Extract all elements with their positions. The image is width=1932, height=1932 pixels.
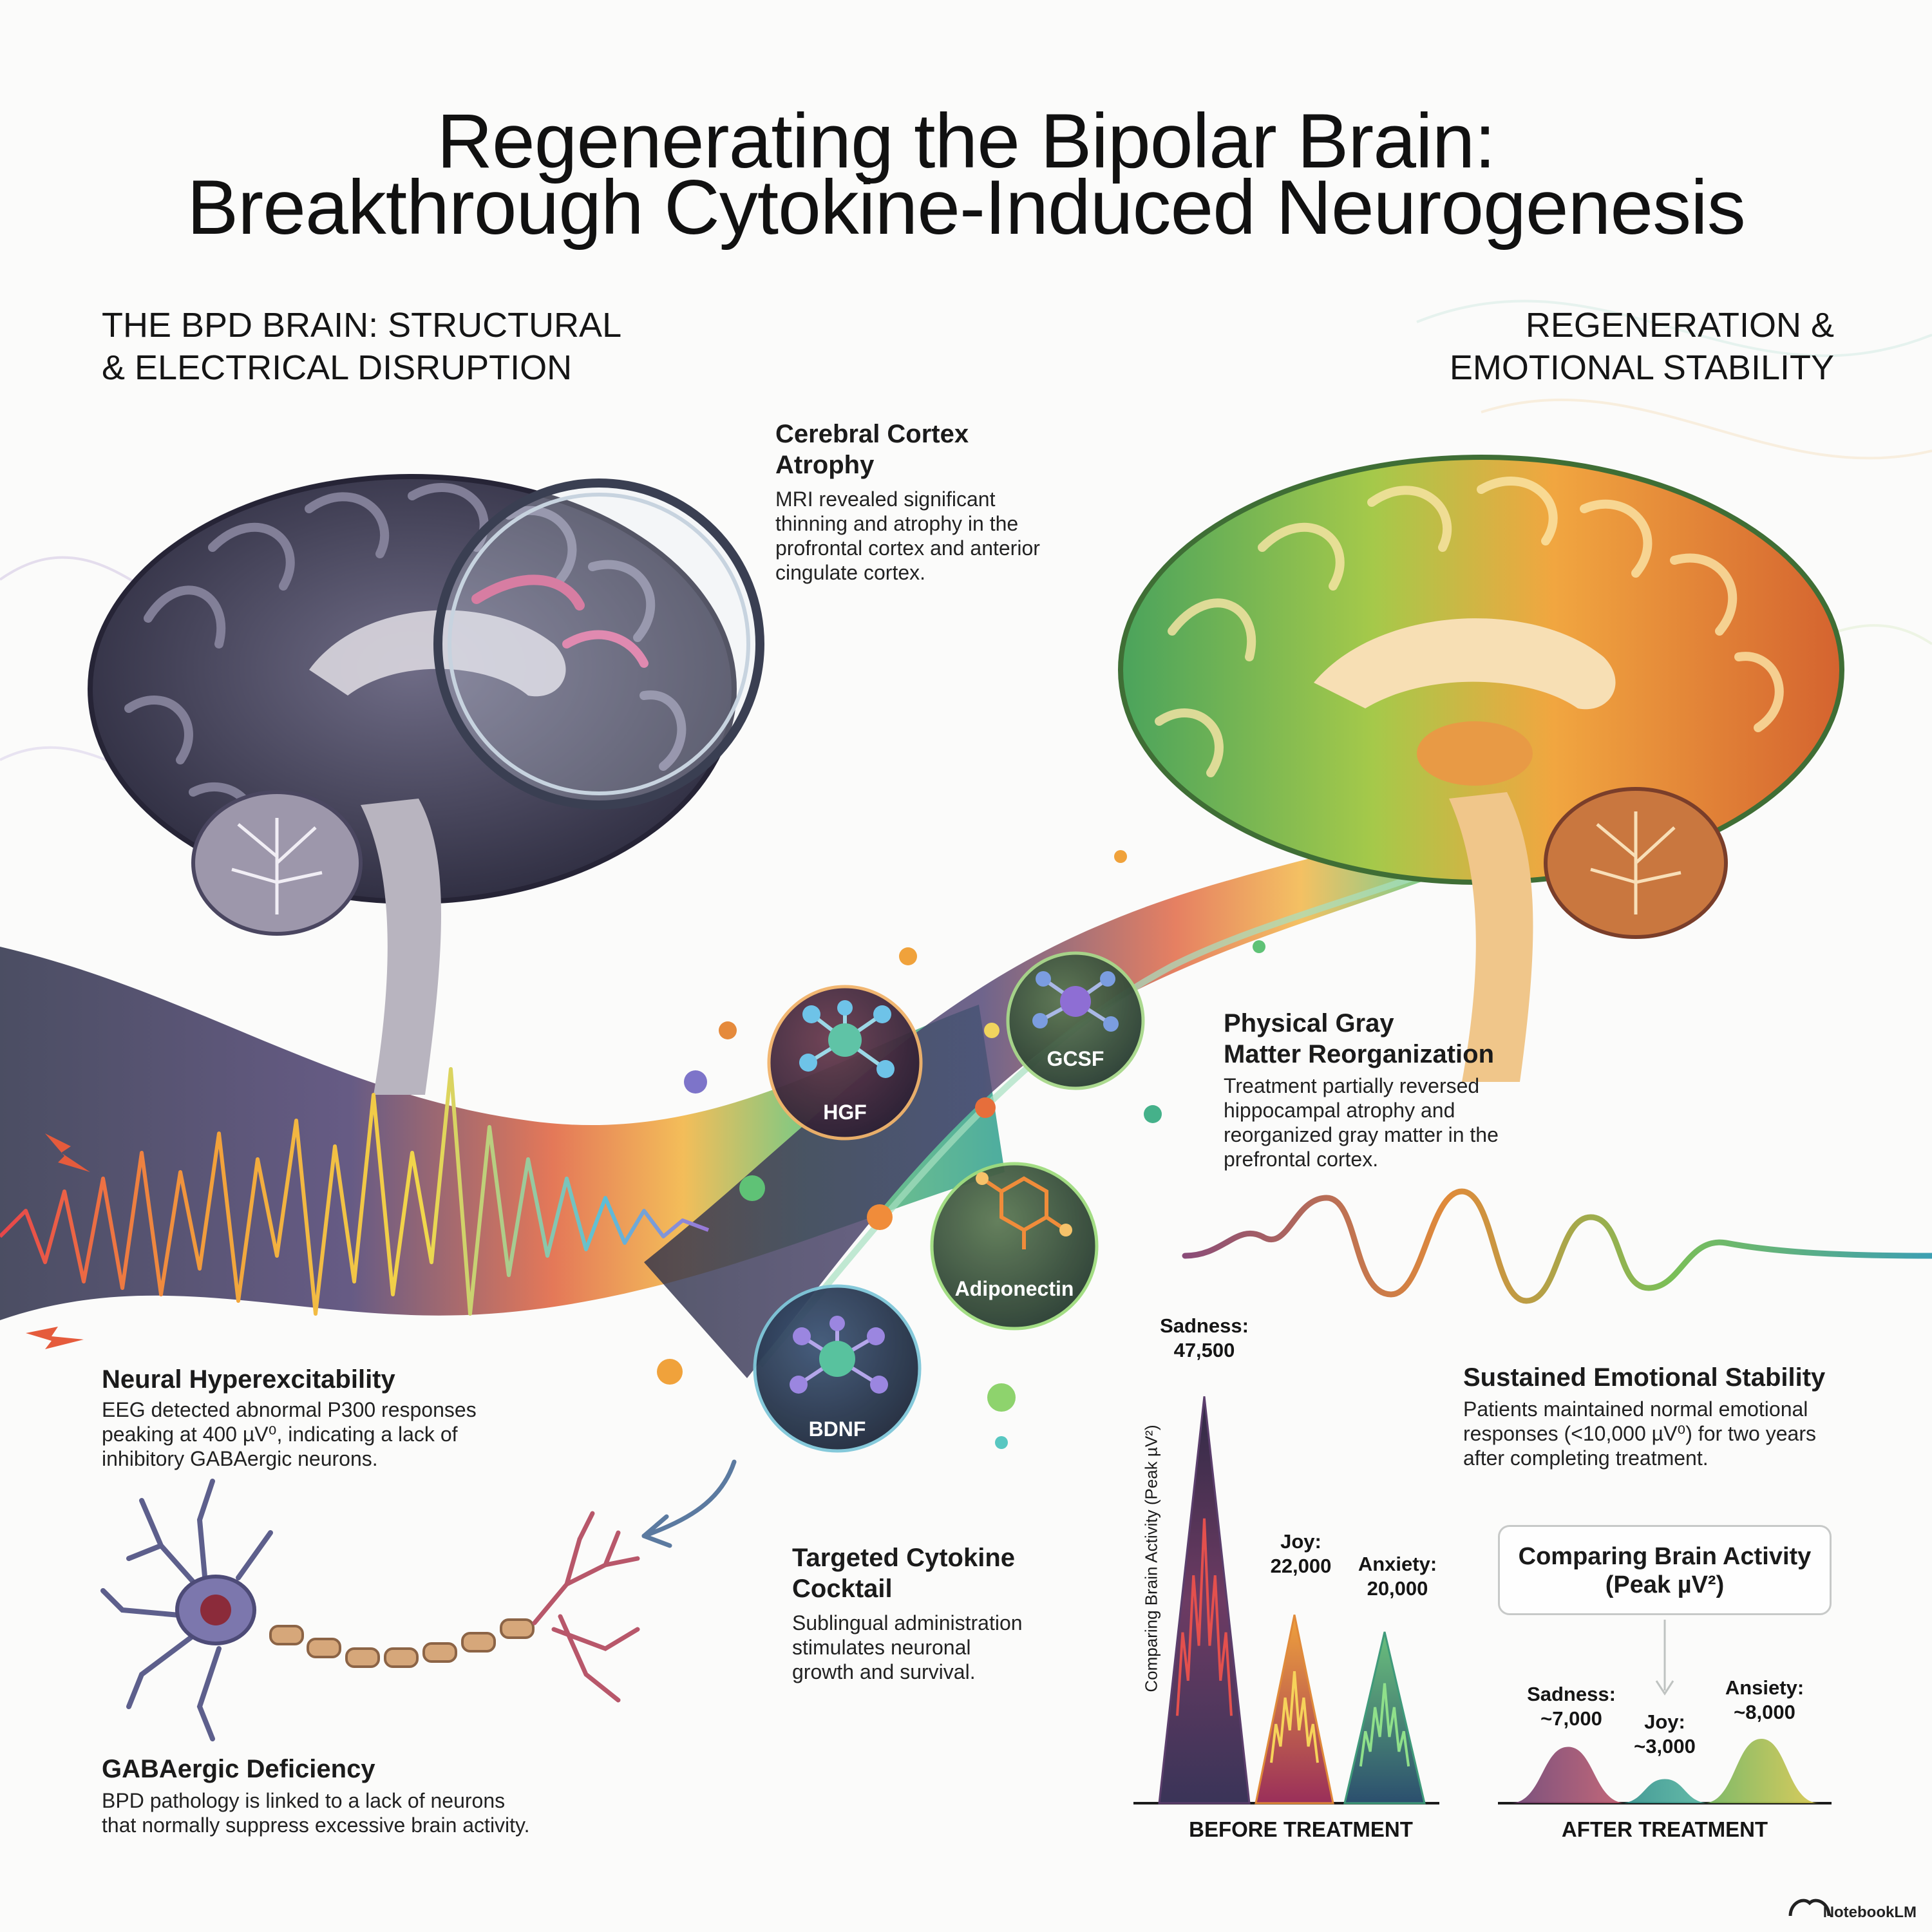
before-chart-y-axis-label: Comparing Brain Activity (Peak µV²)	[1141, 1425, 1161, 1692]
after-hump-joy	[1620, 1779, 1710, 1803]
chaotic-eeg-trace	[0, 1067, 710, 1316]
after-treatment-chart	[1498, 1620, 1832, 1804]
calm-eeg-wave	[1182, 1188, 1932, 1304]
after-chart-title-box: Comparing Brain Activity (Peak µV²)	[1498, 1525, 1832, 1615]
bpd-brain-illustration	[88, 474, 764, 1095]
before-bar-anxiety	[1343, 1631, 1426, 1804]
before-trace-sadness	[1176, 1518, 1233, 1716]
before-label-sadness: Sadness: 47,500	[1160, 1314, 1249, 1361]
cytokine-bdnf-bubble: BDNF	[753, 1284, 922, 1453]
main-title-line-1: Regenerating the Bipolar Brain:	[437, 98, 1495, 184]
cytokine-gcsf-bubble: GCSF	[1006, 951, 1145, 1090]
bubble-label-hgf: HGF	[823, 1101, 867, 1124]
before-label-anxiety: Anxiety: 20,000	[1358, 1553, 1437, 1600]
after-label-sadness: Sadness: ~7,000	[1527, 1683, 1616, 1730]
callout-gray-matter: Physical Gray Matter Reorganization Trea…	[1224, 1009, 1499, 1171]
before-bar-sadness	[1158, 1396, 1251, 1804]
after-label-anxiety: Ansiety: ~8,000	[1725, 1676, 1804, 1723]
cytokine-adiponectin-bubble: Adiponectin	[930, 1162, 1099, 1331]
cytokine-hgf-bubble: HGF	[767, 985, 923, 1141]
cytokine-particles	[657, 850, 1265, 1449]
main-title-line-2: Breakthrough Cytokine-Induced Neurogenes…	[187, 164, 1745, 251]
before-trace-joy	[1270, 1671, 1319, 1763]
before-chart-caption: BEFORE TREATMENT	[1189, 1817, 1413, 1841]
callout-gabaergic-deficiency: GABAergic Deficiency BPD pathology is li…	[102, 1755, 530, 1837]
regenerated-brain-illustration	[1118, 455, 1844, 1082]
before-treatment-chart	[1133, 1396, 1439, 1804]
after-chart-caption: AFTER TREATMENT	[1561, 1817, 1768, 1841]
lightning-sparks	[26, 1133, 90, 1349]
bubble-label-gcsf: GCSF	[1047, 1047, 1104, 1070]
notebooklm-footer: NotebookLM	[1823, 1904, 1917, 1921]
callout-cortex-atrophy: Cerebral Cortex Atrophy MRI revealed sig…	[775, 420, 1040, 584]
gabaergic-neuron-illustration	[100, 1479, 640, 1741]
before-bar-joy	[1255, 1615, 1334, 1804]
bubble-label-adiponectin: Adiponectin	[955, 1277, 1074, 1300]
right-section-heading: REGENERATION & EMOTIONAL STABILITY	[1449, 306, 1834, 387]
after-hump-ansiety	[1703, 1739, 1819, 1803]
after-hump-sadness	[1510, 1747, 1626, 1803]
callout-emotional-stability: Sustained Emotional Stability Patients m…	[1463, 1363, 1826, 1470]
callout-cytokine-cocktail: Targeted Cytokine Cocktail Sublingual ad…	[792, 1544, 1023, 1683]
notebooklm-logo-icon	[1788, 1899, 1831, 1917]
before-trace-anxiety	[1359, 1683, 1410, 1767]
before-label-joy: Joy: 22,000	[1270, 1530, 1332, 1577]
pointer-arrow	[641, 1459, 737, 1539]
bubble-label-bdnf: BDNF	[809, 1417, 866, 1441]
after-label-joy: Joy: ~3,000	[1634, 1710, 1696, 1757]
magnifier-lens	[433, 478, 764, 810]
left-section-heading: THE BPD BRAIN: STRUCTURAL & ELECTRICAL D…	[102, 306, 622, 387]
callout-hyperexcitability: Neural Hyperexcitability EEG detected ab…	[102, 1365, 477, 1470]
